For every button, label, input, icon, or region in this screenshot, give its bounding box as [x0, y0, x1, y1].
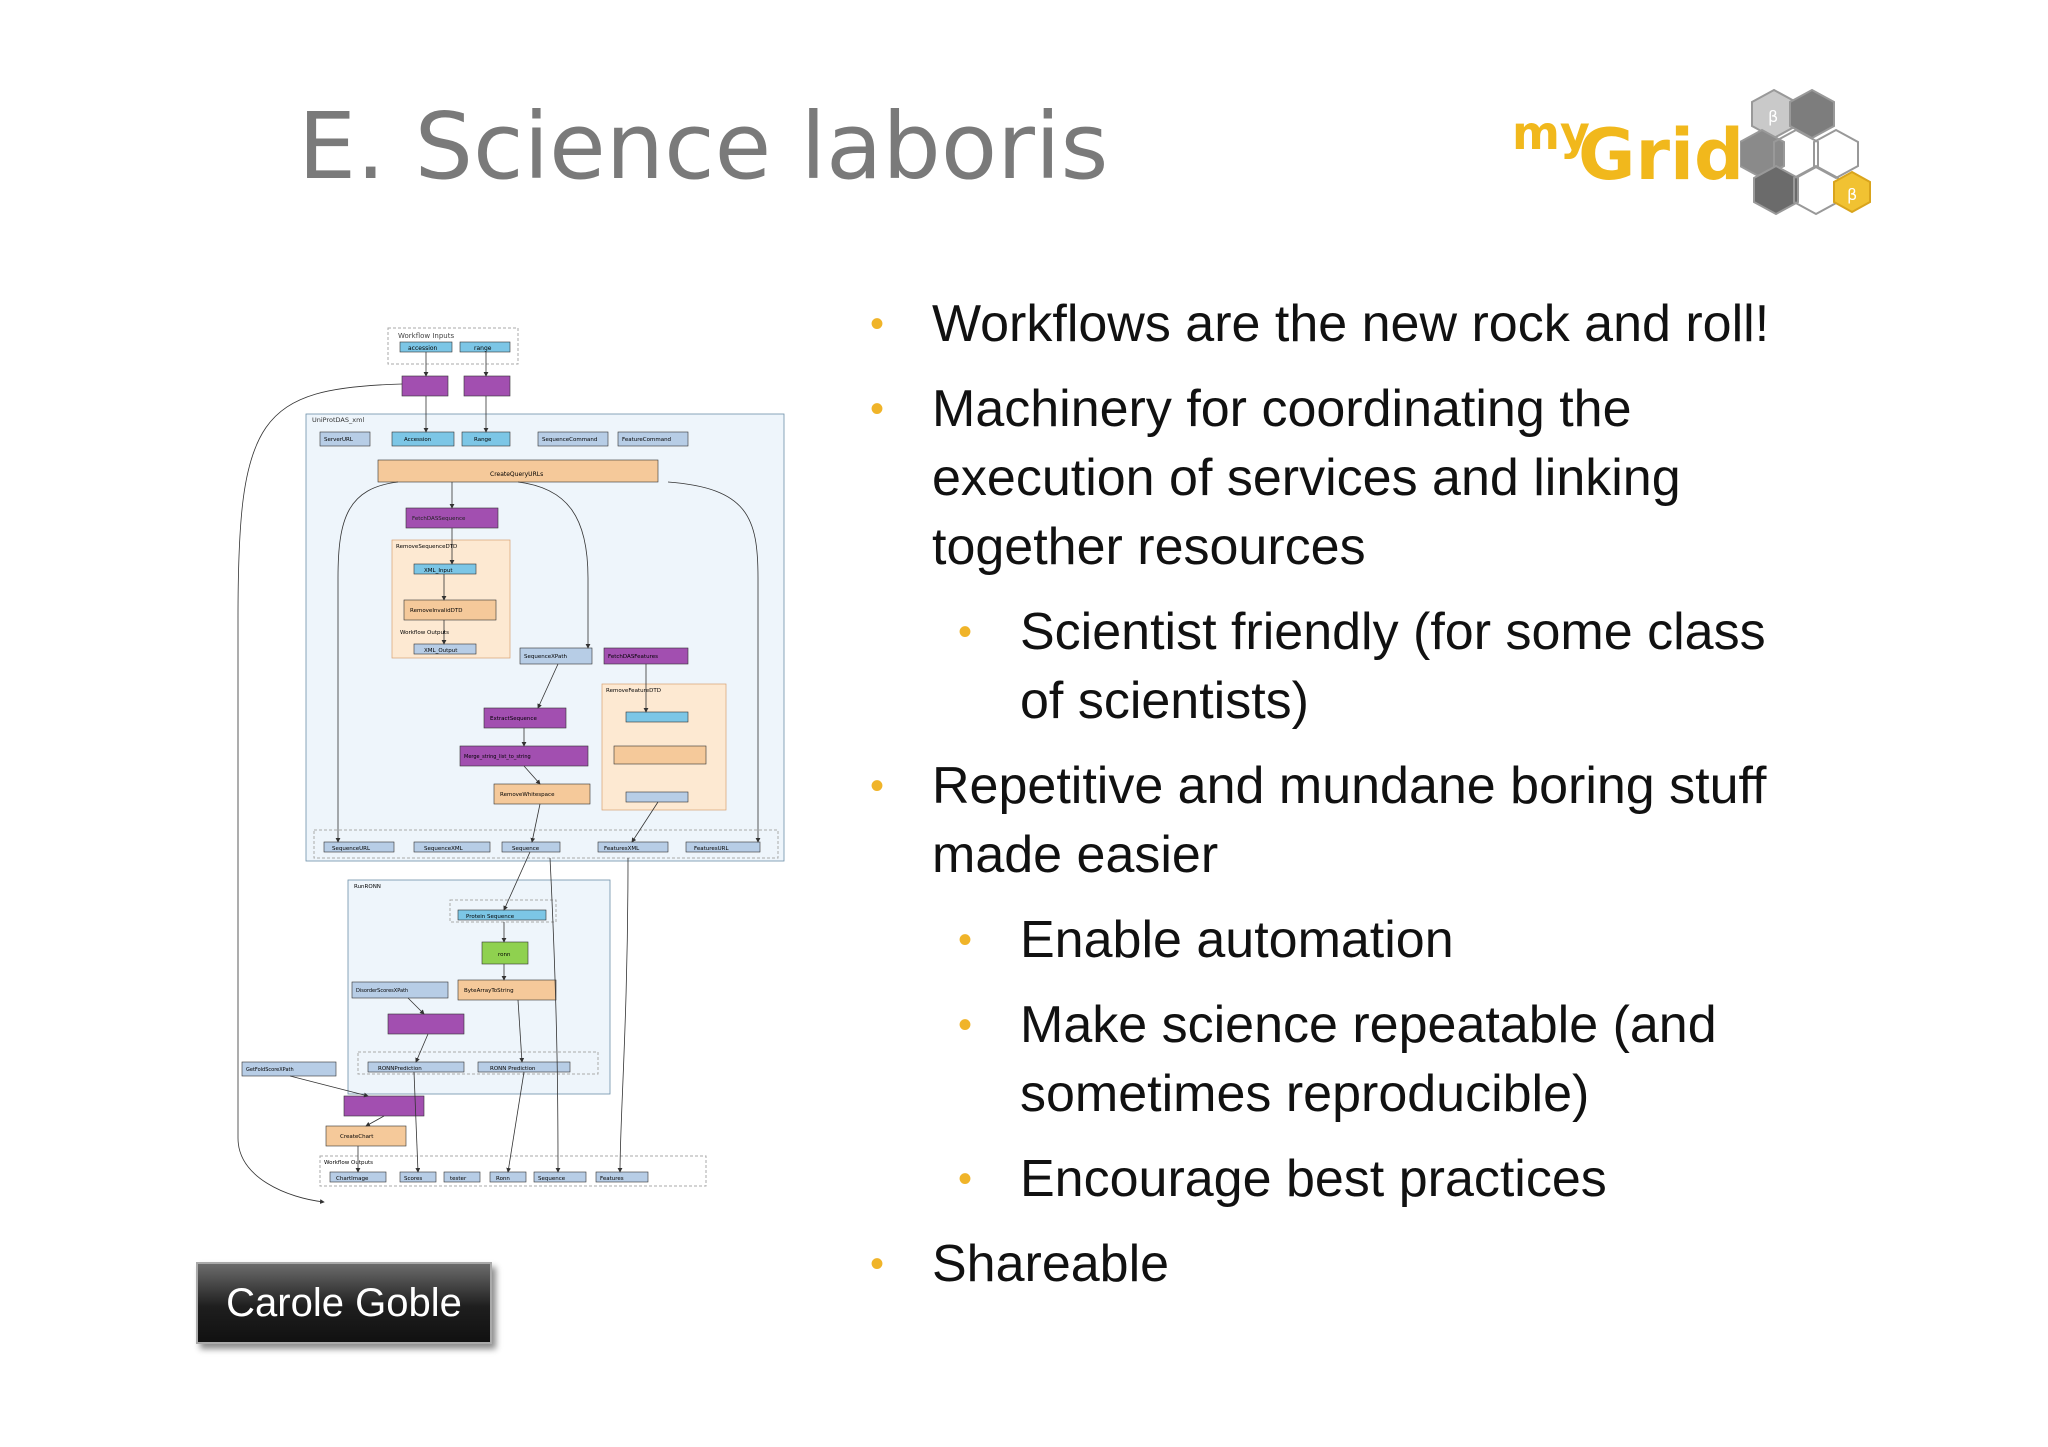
- diagram-input-accession: accession: [408, 345, 438, 352]
- diagram-disorderxpath: DisorderScoresXPath: [356, 988, 408, 994]
- bullet-item: • Workflows are the new rock and roll!: [870, 290, 2030, 359]
- bullet-item: • Machinery for coordinating the executio…: [870, 375, 2030, 582]
- diagram-foldxpath: GetFoldScoreXPath: [246, 1067, 294, 1073]
- sub-bullet-item: • Encourage best practices: [870, 1145, 2030, 1214]
- diagram-removewhitespace: RemoveWhitespace: [500, 792, 555, 798]
- diagram-bytearray: ByteArrayToString: [464, 988, 514, 994]
- diagram-final-ronn: Ronn: [496, 1176, 510, 1182]
- logo-prefix: my: [1512, 106, 1590, 160]
- diagram-xmlinput: XML_Input: [424, 568, 453, 574]
- svg-text:β: β: [1768, 107, 1778, 126]
- diagram-seqcommand: SequenceCommand: [542, 437, 597, 443]
- bullet-icon: •: [870, 1242, 885, 1286]
- diagram-final-tester: tester: [450, 1176, 467, 1182]
- diagram-input-range: range: [474, 345, 492, 352]
- diagram-extractseq: ExtractSequence: [490, 716, 537, 722]
- diagram-removefeaturedtd: RemoveFeatureDTD: [606, 688, 661, 694]
- diagram-merge: Merge_string_list_to_string: [464, 754, 531, 760]
- svg-text:β: β: [1847, 185, 1857, 204]
- slide-title: E. Science laboris: [298, 93, 1109, 200]
- diagram-outputs-label-2: Workflow Outputs: [324, 1160, 373, 1166]
- bullet-icon: •: [958, 610, 973, 654]
- diagram-out-seqxml: SequenceXML: [424, 846, 464, 852]
- diagram-final-sequence: Sequence: [538, 1176, 566, 1182]
- bullet-text: Encourage best practices: [1020, 1150, 1607, 1208]
- bullet-text: Make science repeatable (and sometimes r…: [1020, 996, 1717, 1123]
- bullet-icon: •: [870, 302, 885, 346]
- diagram-removedtd: RemoveSequenceDTD: [396, 544, 457, 550]
- mygrid-logo: my Grid β β: [1512, 88, 1872, 218]
- diagram-fetchseq: FetchDASSequence: [412, 516, 466, 522]
- bullet-icon: •: [958, 1157, 973, 1201]
- diagram-accession: Accession: [404, 437, 432, 443]
- diagram-outputs-label-1: Workflow Outputs: [400, 630, 449, 636]
- sub-bullet-item: • Scientist friendly (for some class of s…: [870, 598, 2030, 736]
- diagram-out-sequrl: SequenceURL: [332, 846, 371, 852]
- bullet-icon: •: [958, 918, 973, 962]
- bullet-text: Repetitive and mundane boring stuff made…: [932, 757, 1767, 884]
- diagram-ronn: ronn: [498, 952, 511, 958]
- bullet-icon: •: [870, 764, 885, 808]
- diagram-final-features: Features: [600, 1176, 624, 1182]
- diagram-nested-ronn: RunRONN: [354, 884, 381, 890]
- diagram-ronnprediction-2: RONN Prediction: [490, 1066, 536, 1072]
- diagram-out-featxml: FeaturesXML: [604, 846, 640, 852]
- bullet-text: Enable automation: [1020, 911, 1454, 969]
- diagram-seqxpath: SequenceXPath: [524, 654, 567, 660]
- diagram-final-chartimage: ChartImage: [336, 1176, 369, 1182]
- bullet-item: • Repetitive and mundane boring stuff mad…: [870, 752, 2030, 890]
- diagram-inputs-label: Workflow Inputs: [398, 332, 454, 340]
- diagram-nested-uniprot: UniProtDAS_xml: [312, 416, 364, 424]
- bullet-list: • Workflows are the new rock and roll! • M…: [870, 290, 2030, 1315]
- workflow-diagram: Workflow Inputs accession range UniProtD…: [237, 327, 785, 1204]
- sub-bullet-item: • Make science repeatable (and sometimes …: [870, 991, 2030, 1129]
- diagram-final-scores: Scores: [404, 1176, 422, 1182]
- diagram-createchart: CreateChart: [340, 1134, 374, 1140]
- bullet-text: Scientist friendly (for some class of sc…: [1020, 603, 1766, 730]
- bullet-text: Shareable: [932, 1235, 1170, 1293]
- diagram-serverurl: ServerURL: [324, 437, 354, 443]
- bullet-icon: •: [958, 1003, 973, 1047]
- diagram-featcommand: FeatureCommand: [622, 437, 671, 443]
- diagram-ronnprediction: RONNPrediction: [378, 1066, 422, 1072]
- bullet-icon: •: [870, 387, 885, 431]
- diagram-fetchfeatures: FetchDASFeatures: [608, 654, 658, 660]
- diagram-out-featurl: FeaturesURL: [694, 846, 729, 852]
- diagram-out-seq: Sequence: [512, 846, 540, 852]
- hexagon-cubes-icon: β β: [1740, 88, 1871, 216]
- diagram-proteinseq: Protein Sequence: [466, 914, 515, 920]
- diagram-createquery: CreateQueryURLs: [490, 471, 543, 478]
- author-badge: Carole Goble: [196, 1262, 492, 1344]
- bullet-text: Machinery for coordinating the execution…: [932, 380, 1681, 576]
- logo-name: Grid: [1578, 114, 1745, 196]
- bullet-item: • Shareable: [870, 1230, 2030, 1299]
- diagram-xmloutput: XML_Output: [424, 648, 458, 654]
- diagram-removeinvalid: RemoveInvalidDTD: [410, 608, 462, 614]
- bullet-text: Workflows are the new rock and roll!: [932, 295, 1770, 353]
- sub-bullet-item: • Enable automation: [870, 906, 2030, 975]
- diagram-range: Range: [474, 437, 492, 443]
